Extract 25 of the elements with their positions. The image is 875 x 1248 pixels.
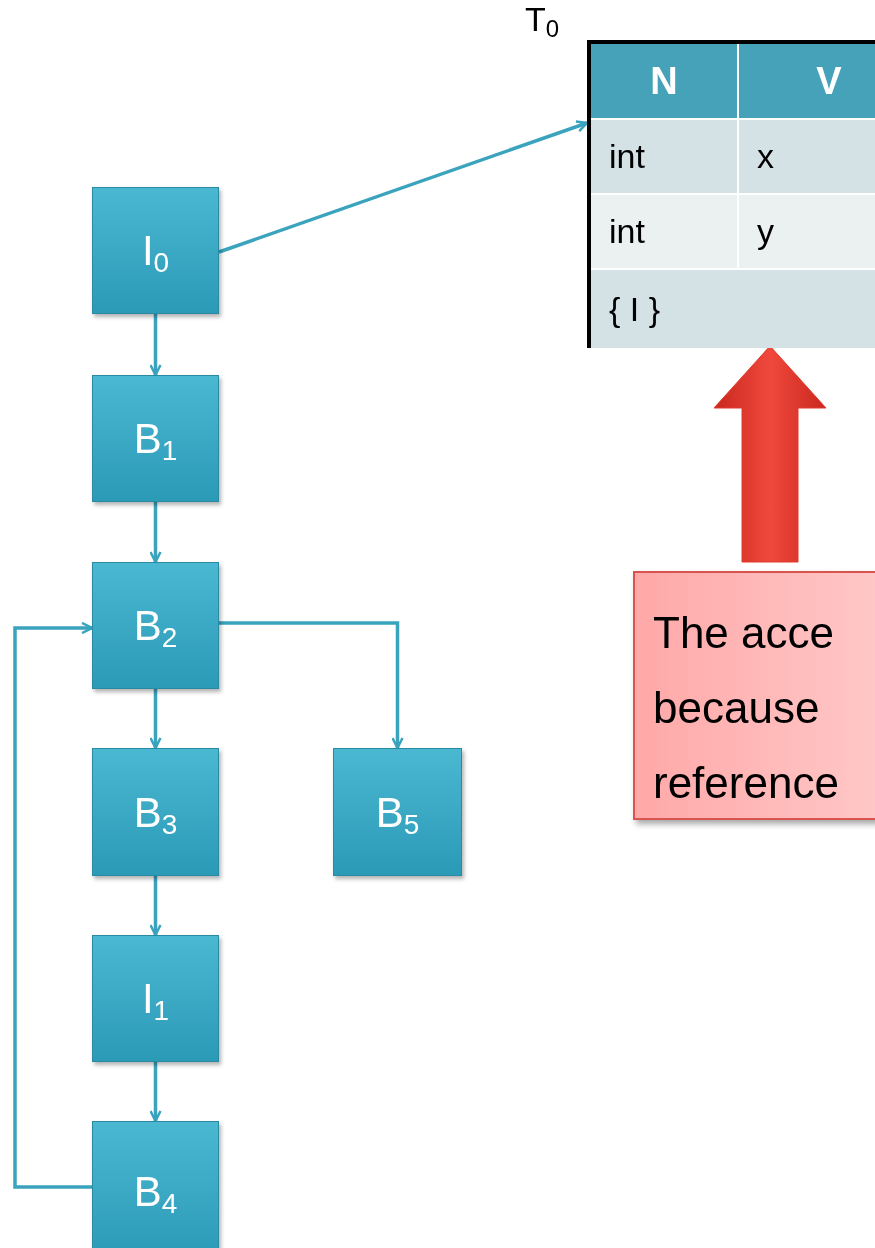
arrow (218, 120, 589, 254)
block-box: I$_{1}$ (92, 935, 219, 1062)
arrow (149, 1062, 162, 1123)
table-cell: y (739, 195, 875, 268)
arrow (149, 314, 162, 377)
block-arrow (713, 345, 827, 563)
block-box: B$_{5}$ (333, 748, 462, 876)
table-header-cell: V (739, 44, 875, 118)
table-cell: int (591, 195, 737, 268)
table-cell: x (739, 120, 875, 193)
table-header-cell: N (591, 44, 737, 118)
table-title: T$_{0}$ (525, 2, 560, 36)
table-cell: int (591, 120, 737, 193)
arrow (13, 621, 94, 1189)
block-box: B$_{1}$ (92, 375, 219, 502)
block-box: B$_{2}$ (92, 562, 219, 689)
arrow (149, 502, 162, 564)
arrow (219, 621, 404, 750)
block-box: B$_{3}$ (92, 748, 219, 876)
arrow (149, 689, 162, 750)
block-box: I$_{0}$ (92, 187, 219, 314)
arrow (149, 876, 162, 937)
table-cell: { I } (591, 270, 875, 348)
callout-box: The acce because reference (633, 571, 875, 820)
block-box: B$_{4}$ (92, 1121, 219, 1248)
